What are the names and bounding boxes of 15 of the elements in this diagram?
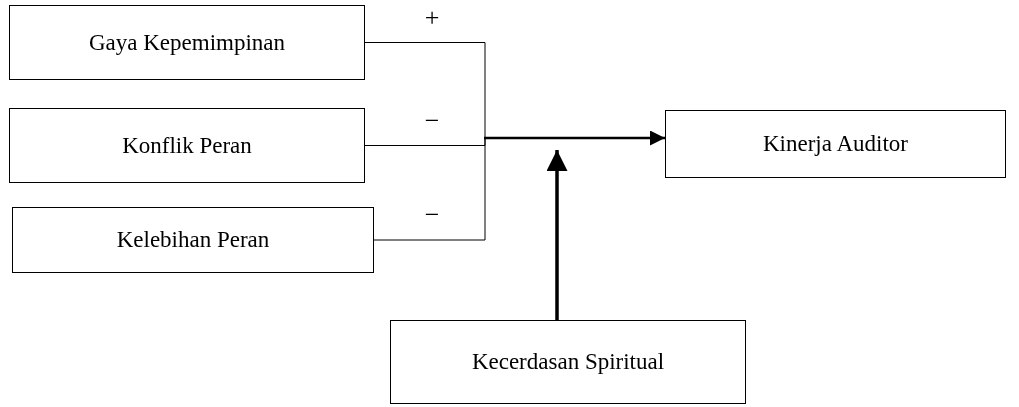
variable-box [390,320,746,404]
box-label: Kelebihan Peran [116,227,270,253]
box-label: Kinerja Auditor [763,131,908,157]
variable-box [12,207,374,273]
arrow [546,150,568,320]
variable-box [9,108,365,183]
arrow [484,130,665,146]
box-label: Konflik Peran [122,132,252,159]
box-label: Gaya Kepemimpinan [88,29,286,56]
edge-label: − [424,202,440,228]
edge-label: + [424,4,440,31]
edge-label: − [424,107,440,134]
variable-box [9,5,365,80]
box-label: Kecerdasan Spiritual [471,349,665,375]
variable-box [665,110,1006,178]
